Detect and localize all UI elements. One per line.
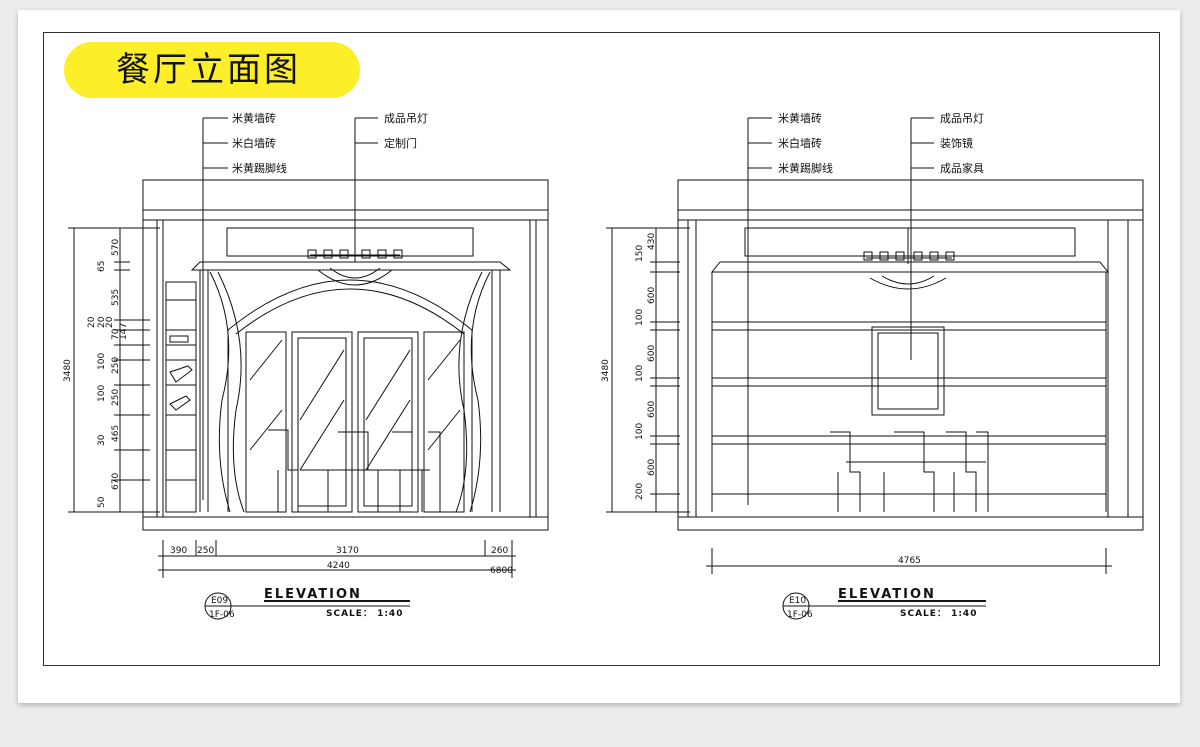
dim-left-v-13: 30 <box>97 434 107 446</box>
left-drawing-label: ELEVATION <box>264 587 362 602</box>
dim-right-total: 3480 <box>601 359 611 382</box>
dim-right-bottom-1: 4765 <box>898 556 921 566</box>
dim-left-v-12: 250 <box>111 389 121 406</box>
dim-right-v-9: 600 <box>647 459 657 476</box>
left-ref-top: E09 <box>211 596 228 606</box>
label-right-1: 米黄墙砖 <box>778 111 822 125</box>
label-right-4: 成品吊灯 <box>940 112 984 125</box>
dim-right-v-5: 600 <box>647 345 657 362</box>
label-right-2: 米白墙砖 <box>778 136 822 150</box>
dim-left-total: 3480 <box>63 359 73 382</box>
label-left-5: 定制门 <box>384 136 417 150</box>
right-elevation <box>606 117 1144 620</box>
page-title: 餐厅立面图 <box>116 50 301 90</box>
right-ref-top: E10 <box>789 596 806 606</box>
label-left-2: 米白墙砖 <box>232 136 276 150</box>
dim-left-bottom-3: 3170 <box>336 546 359 556</box>
dim-right-v-4: 100 <box>635 309 645 326</box>
dim-left-bottom-1: 390 <box>170 546 187 556</box>
label-right-3: 米黄踢脚线 <box>778 161 833 175</box>
left-elevation <box>68 117 549 620</box>
dim-left-v-3: 535 <box>111 289 121 306</box>
dim-right-v-3: 600 <box>647 287 657 304</box>
dim-left-v-15: 670 <box>111 473 121 490</box>
dim-left-v-14: 465 <box>111 425 121 442</box>
right-labels: 米黄墙砖 米白墙砖 米黄踢脚线 成品吊灯 装饰镜 成品家具 4765 150 4… <box>601 111 984 620</box>
dim-left-v-8: 147 <box>119 323 129 340</box>
dim-left-v-4: 20 <box>87 316 97 328</box>
right-scale: SCALE： 1:40 <box>900 609 977 619</box>
right-ref-bottom: 1F-06 <box>787 610 813 620</box>
dim-right-v-8: 100 <box>635 423 645 440</box>
dim-left-v-5: 20 <box>97 316 107 328</box>
dim-left-v-7: 70 <box>111 328 121 340</box>
dim-left-bottom-4: 260 <box>491 546 508 556</box>
dim-left-v-2: 65 <box>97 261 107 272</box>
dim-right-v-6: 100 <box>635 365 645 382</box>
left-ref-bottom: 1F-06 <box>209 610 235 620</box>
dim-left-bottom-6: 6800 <box>490 566 513 576</box>
label-left-1: 米黄墙砖 <box>232 111 276 125</box>
dim-left-v-6: 20 <box>105 316 115 328</box>
title-badge: 餐厅立面图 <box>64 42 360 98</box>
dim-left-v-11: 100 <box>97 385 107 402</box>
dim-left-v-9: 100 <box>97 353 107 370</box>
label-left-3: 米黄踢脚线 <box>232 161 287 175</box>
label-right-5: 装饰镜 <box>940 136 973 150</box>
dim-left-v-10: 250 <box>111 357 121 374</box>
drawing-sheet: 餐厅立面图 <box>18 10 1180 703</box>
dim-right-v-7: 600 <box>647 401 657 418</box>
dim-right-v-2: 430 <box>647 233 657 250</box>
dim-right-v-1: 150 <box>635 245 645 262</box>
drawing-frame <box>43 32 1160 666</box>
dim-left-bottom-5: 4240 <box>327 561 350 571</box>
dim-left-v-16: 50 <box>97 496 107 508</box>
label-left-4: 成品吊灯 <box>384 112 428 125</box>
left-scale: SCALE： 1:40 <box>326 609 403 619</box>
left-labels: 米黄墙砖 米白墙砖 米黄踢脚线 成品吊灯 定制门 390 250 3170 26… <box>63 111 513 620</box>
dim-right-v-10: 200 <box>635 483 645 500</box>
label-right-6: 成品家具 <box>940 161 984 175</box>
dim-left-v-1: 570 <box>111 239 121 256</box>
dim-left-bottom-2: 250 <box>197 546 214 556</box>
right-drawing-label: ELEVATION <box>838 587 936 602</box>
